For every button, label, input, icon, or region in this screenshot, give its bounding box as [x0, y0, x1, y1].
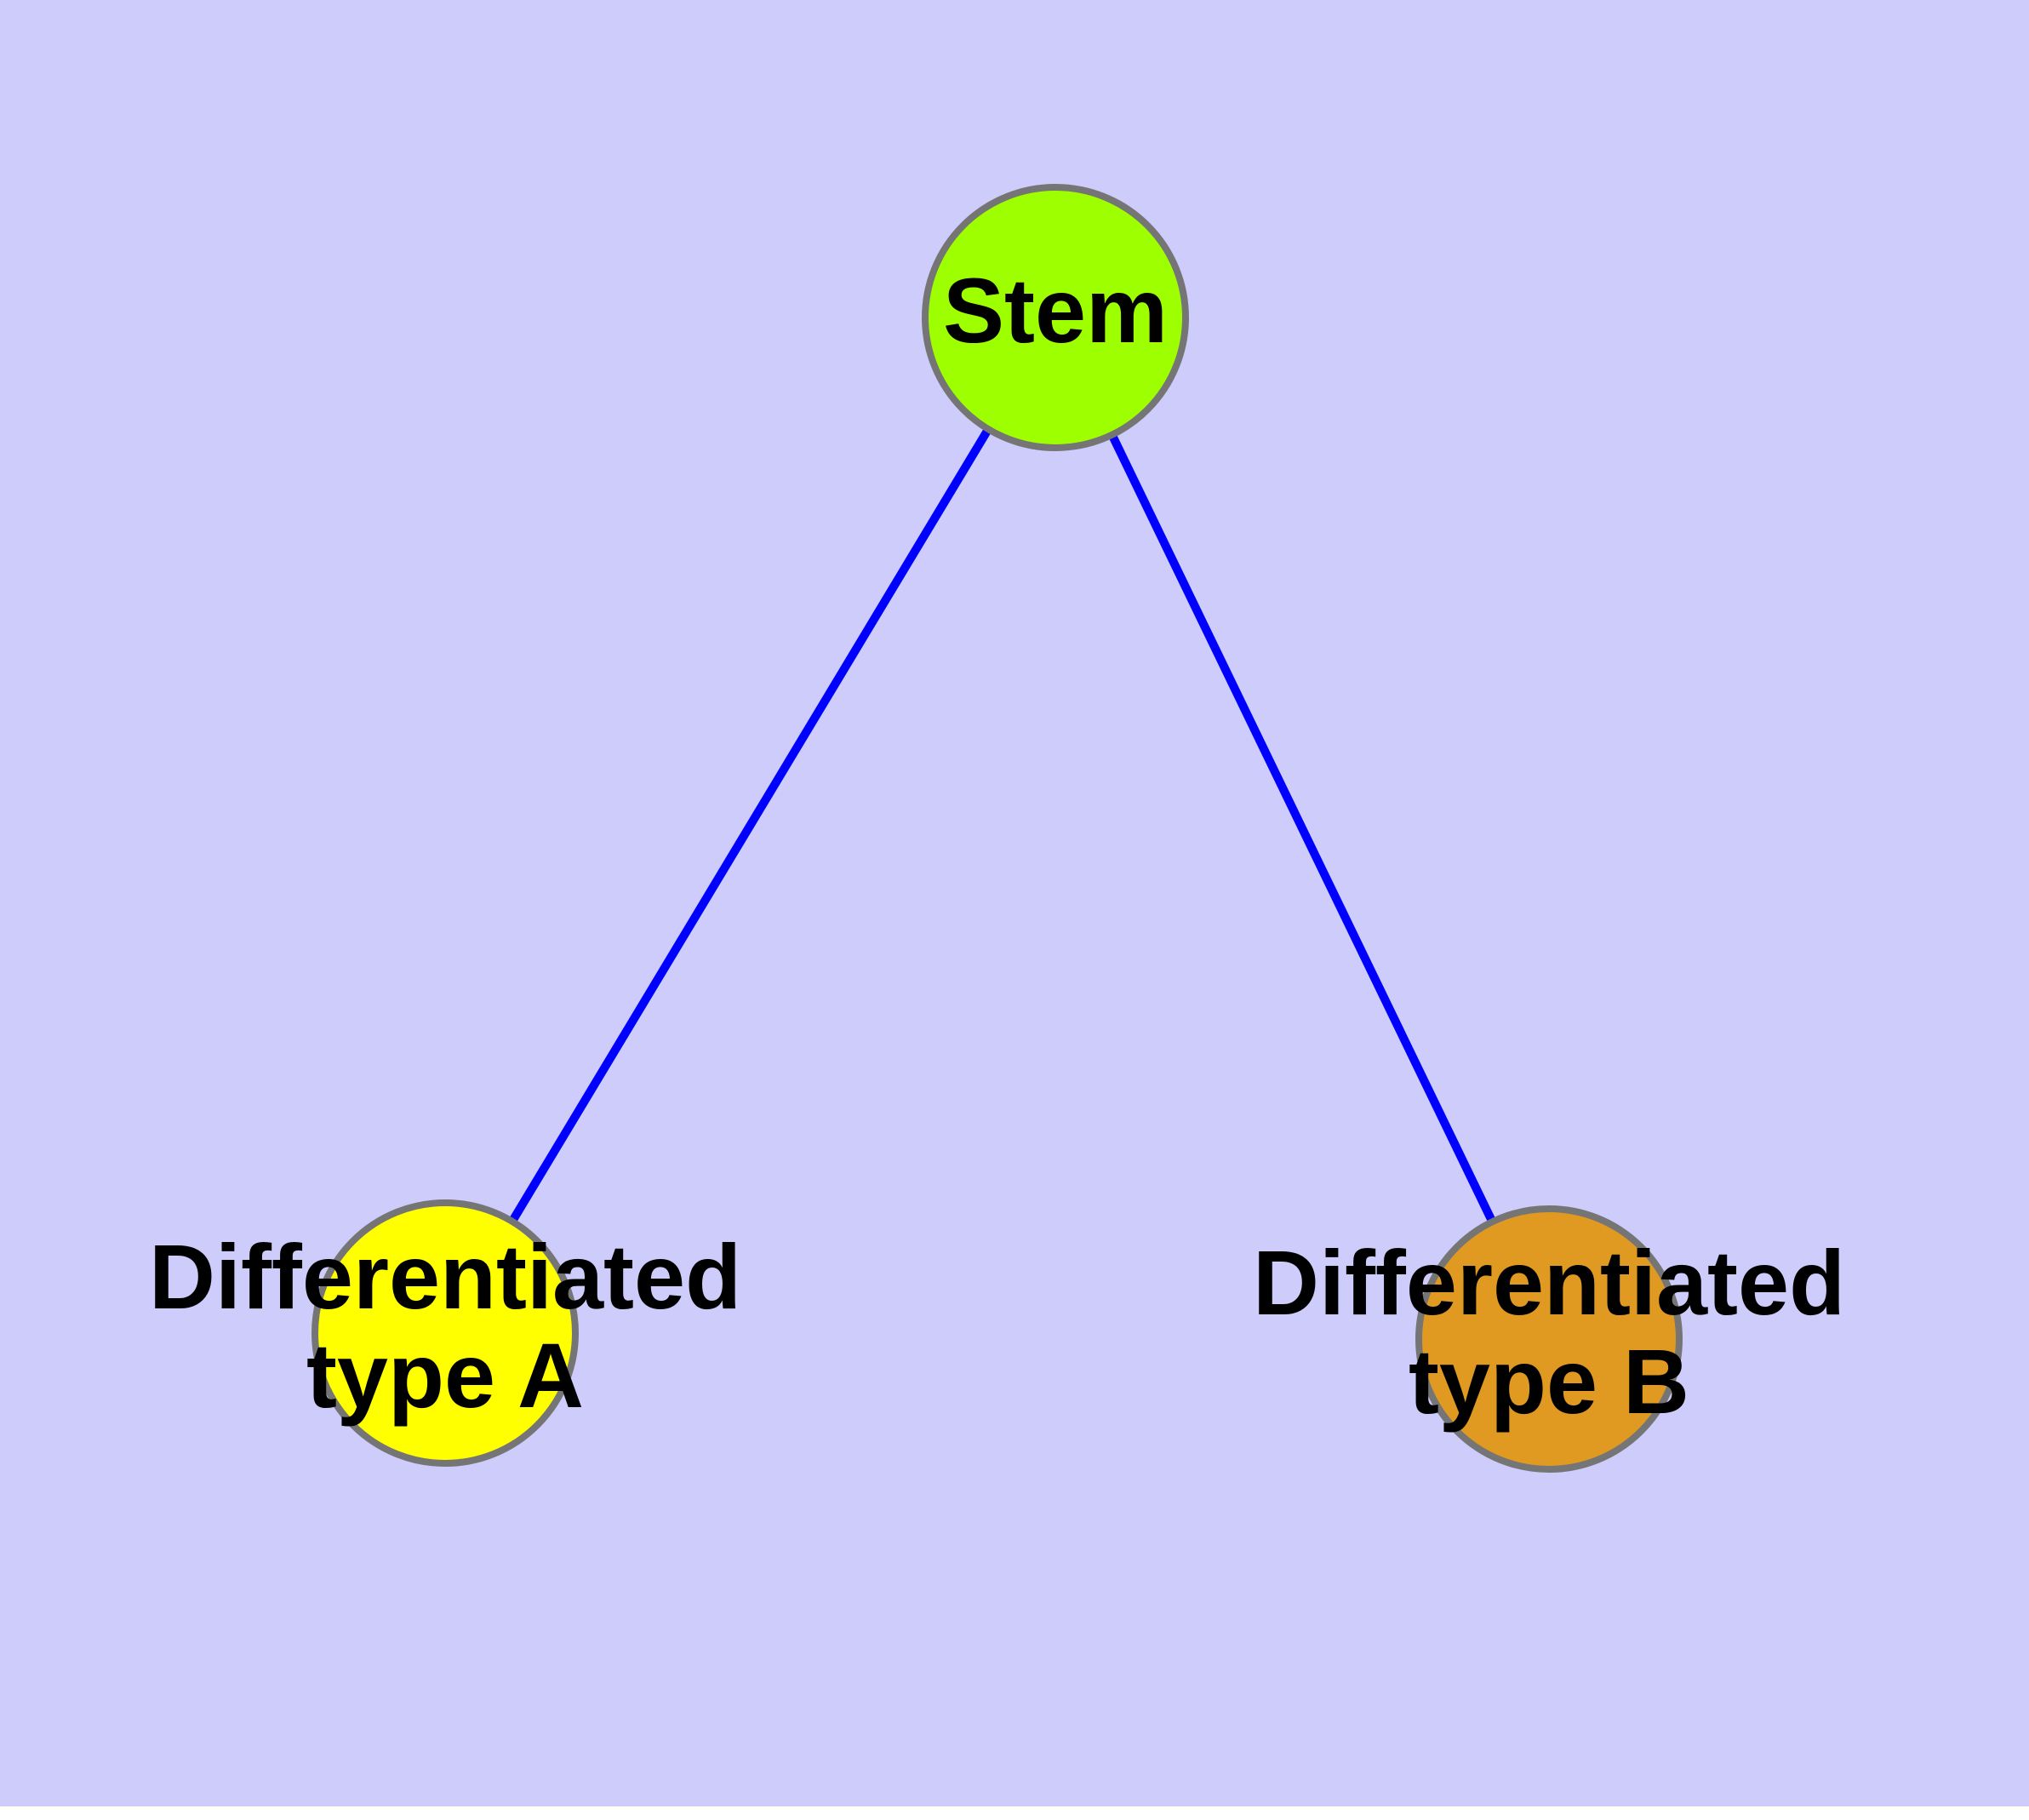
graph-node-diff_a[interactable]	[311, 1199, 579, 1467]
graph-node-label-stem: Stem	[943, 259, 1168, 362]
node-layer	[311, 184, 1683, 1473]
graph-node-diff_b[interactable]	[1415, 1205, 1683, 1473]
graph-node-stem[interactable]	[922, 184, 1189, 451]
graph-edge[interactable]	[1051, 315, 1553, 1342]
graph-node-label-line: type A	[306, 1324, 584, 1427]
graph-node-label-line: Differentiated	[1253, 1231, 1845, 1334]
graph-node-label-line: Stem	[943, 259, 1168, 362]
edge-layer	[441, 315, 1553, 1342]
graph-node-label-line: type B	[1409, 1330, 1689, 1433]
graph-node-label-line: Differentiated	[149, 1225, 741, 1328]
graph-edge[interactable]	[441, 315, 1060, 1336]
